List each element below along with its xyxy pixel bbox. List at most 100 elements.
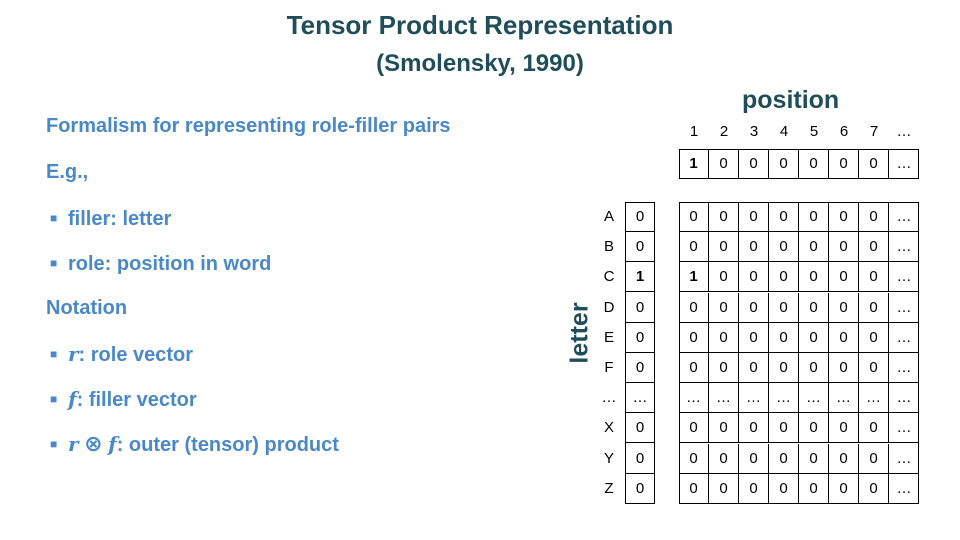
letter-row-label: F: [604, 359, 614, 376]
role-vector-cell: 0: [859, 149, 889, 179]
role-vector-cell: 0: [799, 149, 829, 179]
matrix-cell: 0: [709, 292, 739, 323]
matrix-cell: 0: [799, 473, 829, 504]
position-header-cell: 3: [749, 123, 759, 140]
letter-row-label: B: [603, 238, 614, 256]
letter-row-label: A: [603, 208, 614, 225]
matrix-cell: 0: [679, 353, 709, 383]
slide-title: Tensor Product Representation: [286, 10, 674, 40]
matrix-cell: 0: [799, 262, 829, 293]
matrix-cell: 0: [859, 443, 889, 474]
position-header-cell: …: [896, 123, 912, 140]
matrix-cell: 0: [679, 322, 709, 353]
matrix-cell: 0: [769, 353, 799, 383]
matrix-cell: 0: [859, 353, 889, 383]
matrix-cell: …: [769, 383, 799, 414]
position-header-cell: 1: [689, 123, 699, 140]
filler-vector-cell: 0: [625, 323, 655, 353]
filler-label: filler: letter: [68, 208, 172, 230]
matrix-cell: 0: [799, 322, 829, 353]
matrix-cell: 0: [859, 202, 889, 232]
matrix-cell: 0: [679, 202, 709, 232]
r-symbol: r: [68, 342, 79, 366]
matrix-cell: 0: [859, 292, 889, 323]
matrix-cell: …: [889, 383, 919, 414]
role-vector-box: [679, 149, 919, 179]
position-header-cell: 5: [809, 123, 819, 140]
filler-vector-cell: 0: [635, 479, 645, 497]
matrix-cell: …: [739, 383, 769, 414]
bullet-eg: E.g.,: [46, 161, 89, 183]
matrix-cell: 0: [799, 413, 829, 444]
square-bullet-icon: ■: [50, 256, 58, 270]
matrix-cell: 0: [739, 262, 769, 293]
matrix-cell: 0: [859, 473, 889, 504]
matrix-cell: …: [889, 444, 919, 474]
matrix-cell: …: [889, 202, 919, 232]
role-vector-cell: 0: [709, 149, 739, 179]
matrix-cell: 0: [769, 473, 799, 504]
bullet-filler-vector: ■f: filler vector: [46, 381, 566, 426]
matrix-cell: …: [709, 383, 739, 414]
letter-row-label: C: [603, 268, 615, 286]
filler-vector-box: [625, 202, 655, 504]
bullet-outer-product: ■r ⊗ f: outer (tensor) product: [46, 426, 566, 471]
matrix-cell: …: [859, 383, 889, 414]
matrix-cell: 0: [679, 413, 709, 444]
f-symbol: f: [108, 432, 117, 456]
letter-row-label: Y: [603, 449, 614, 467]
matrix-cell: 0: [799, 202, 829, 232]
matrix-cell: …: [679, 383, 709, 414]
matrix-cell: 0: [829, 413, 859, 444]
matrix-cell: 0: [739, 292, 769, 323]
matrix-cell: 0: [799, 292, 829, 323]
letter-row-label: E: [603, 328, 614, 346]
square-bullet-icon: ■: [50, 347, 58, 361]
r-symbol: r: [68, 432, 79, 456]
outer-product-matrix-box: [679, 202, 919, 504]
matrix-cell: 0: [829, 353, 859, 383]
matrix-cell: …: [889, 413, 919, 444]
square-bullet-icon: ■: [50, 392, 58, 406]
matrix-cell: 0: [769, 443, 799, 474]
filler-vector-cell: 0: [625, 413, 655, 444]
matrix-cell: 0: [709, 353, 739, 383]
letter-row-label: Z: [604, 479, 614, 497]
matrix-cell: 0: [859, 322, 889, 353]
square-bullet-icon: ■: [50, 437, 58, 451]
matrix-cell: 0: [769, 292, 799, 323]
role-label: role: position in word: [68, 253, 272, 275]
bullet-formalism: Formalism for representing role-filler p…: [46, 115, 451, 137]
slide-subtitle: (Smolensky, 1990): [376, 50, 584, 77]
matrix-cell: 0: [709, 443, 739, 474]
filler-vector-cell: …: [625, 383, 655, 414]
matrix-cell: 0: [679, 473, 709, 504]
position-axis-label: position: [742, 86, 840, 114]
filler-vector-cell: 0: [625, 444, 655, 474]
matrix-cell: 0: [829, 322, 859, 353]
matrix-cell: 0: [739, 322, 769, 353]
square-bullet-icon: ■: [50, 211, 58, 225]
bullet-role-vector: ■ r: role vector: [46, 336, 566, 381]
role-vector-cell: 0: [739, 149, 769, 179]
matrix-cell: 0: [739, 443, 769, 474]
filler-vector-cell: 0: [625, 353, 655, 383]
matrix-cell: …: [889, 293, 919, 323]
matrix-cell: 0: [739, 232, 769, 263]
role-vector-cell: 0: [769, 149, 799, 179]
bullet-notation: Notation: [46, 297, 128, 319]
matrix-cell: …: [896, 479, 912, 497]
bullet-role: ■ role: position in word: [46, 245, 566, 290]
role-vector-label: : role vector: [78, 344, 194, 366]
matrix-cell: 0: [829, 443, 859, 474]
matrix-cell: …: [889, 353, 919, 383]
role-vector-cell: …: [896, 155, 912, 172]
matrix-cell: 0: [769, 413, 799, 444]
letter-row-label: …: [601, 389, 617, 407]
matrix-cell: 0: [709, 262, 739, 293]
position-header-cell: 6: [839, 123, 849, 140]
matrix-cell: 0: [829, 262, 859, 293]
position-header-cell: 4: [779, 123, 789, 140]
matrix-cell: 0: [739, 473, 769, 504]
position-header-cell: 2: [719, 123, 729, 140]
